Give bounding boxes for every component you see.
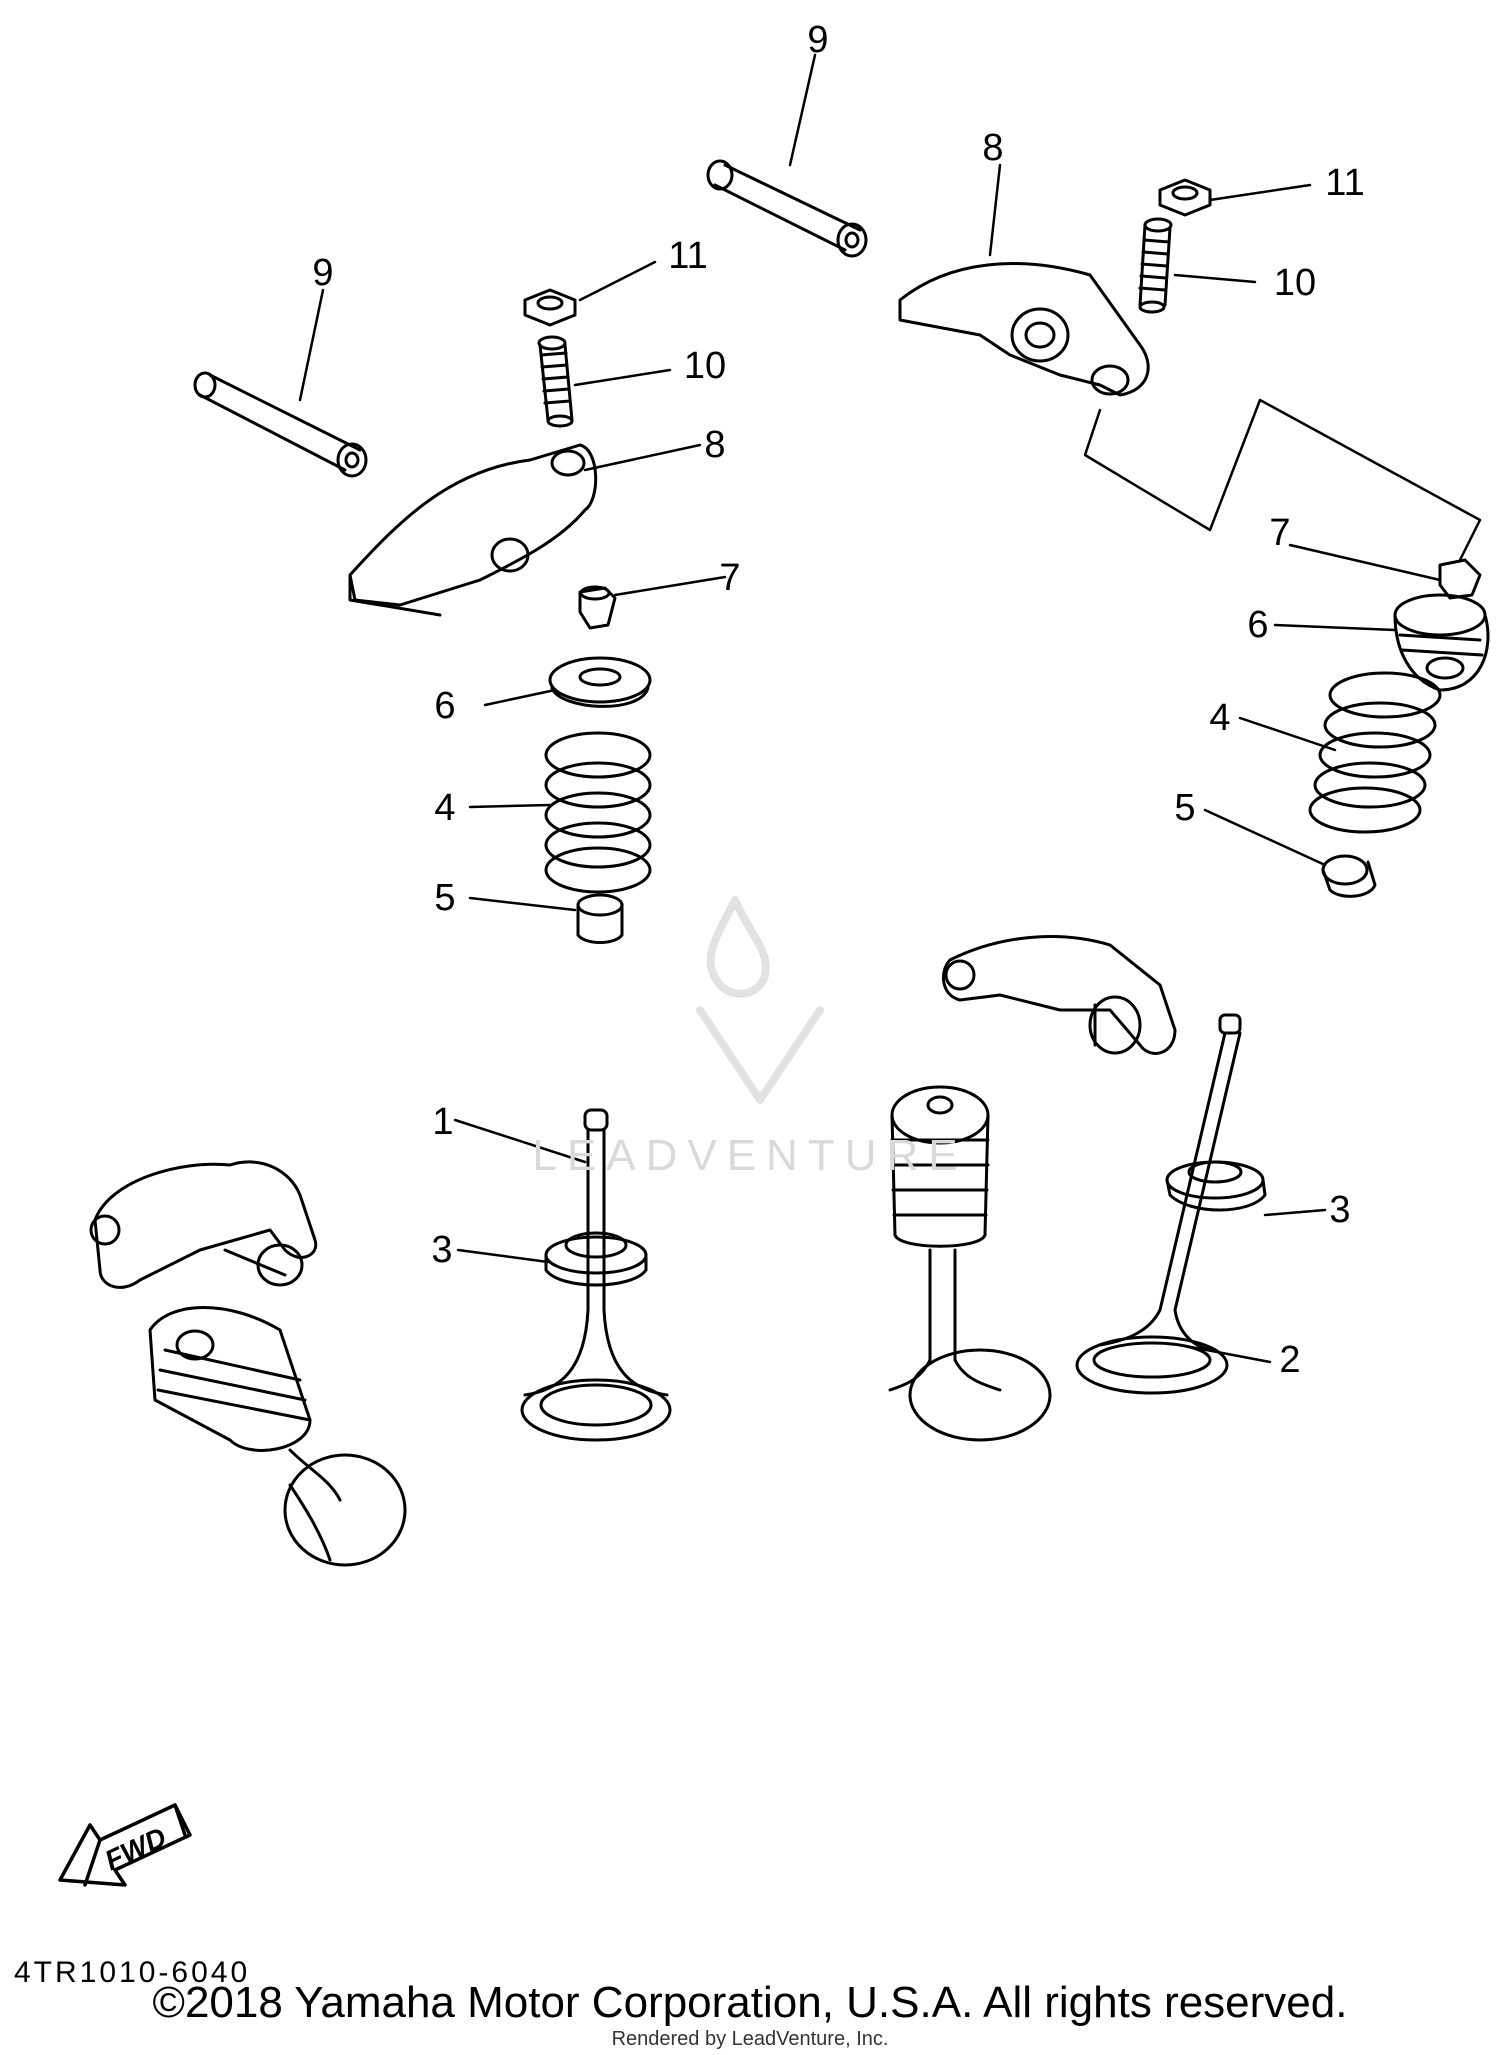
stem-seal-right-part (1321, 854, 1377, 898)
reference-line (1083, 398, 1482, 562)
locknut-right-part (1158, 178, 1212, 217)
rocker-arm-left-part (348, 443, 598, 617)
part-code: 4TR1010-6040 (14, 1956, 251, 1989)
callout-right-11: 11 (1325, 162, 1364, 204)
callout-left-6: 6 (434, 685, 455, 727)
valve-guide-right-part (1165, 1160, 1267, 1212)
callout-right-7: 7 (1269, 512, 1290, 554)
callout-left-3: 3 (431, 1229, 452, 1271)
callout-left-9: 9 (312, 252, 333, 294)
adjuster-screw-right-part (1138, 217, 1173, 314)
leader-lines (298, 53, 1442, 1364)
assembled-view-right-part (888, 1085, 1052, 1442)
callout-right-8: 8 (982, 127, 1003, 169)
rocker-arm-right-part (898, 262, 1150, 397)
valve-cotter-right-part (1438, 558, 1482, 600)
forward-arrow-icon (58, 1803, 192, 1887)
assembled-view-left-part (89, 1160, 407, 1567)
valve-cotter-left-part (578, 585, 617, 630)
callout-left-10: 10 (684, 345, 726, 387)
callout-right-5: 5 (1174, 787, 1195, 829)
watermark-text: LEADVENTURE (532, 1131, 967, 1180)
pin-right-part (706, 159, 868, 258)
callout-right-10: 10 (1274, 262, 1316, 304)
callout-left-11: 11 (668, 235, 707, 277)
copyright-notice: ©2018 Yamaha Motor Corporation, U.S.A. A… (152, 1978, 1348, 2027)
callout-left-1: 1 (432, 1101, 453, 1143)
callout-right-3: 3 (1329, 1189, 1350, 1231)
callout-left-4: 4 (434, 787, 455, 829)
spring-retainer-left-part (548, 656, 652, 708)
locknut-left-part (523, 288, 577, 327)
callout-right-2: 2 (1279, 1339, 1300, 1381)
stem-seal-left-part (576, 893, 624, 944)
fwd-label: FWD (100, 1821, 171, 1876)
watermark-logo (696, 896, 824, 1104)
valve-spring-right-part (1308, 671, 1442, 834)
valve-exhaust-part (1075, 1013, 1242, 1395)
assembled-rocker-right-part (941, 935, 1177, 1055)
rendered-by-notice: Rendered by LeadVenture, Inc. (611, 2028, 889, 2050)
callout-right-9: 9 (807, 19, 828, 61)
adjuster-screw-left-part (537, 335, 574, 428)
callout-left-8: 8 (704, 424, 725, 466)
valve-guide-left-part (544, 1231, 648, 1287)
callout-left-7: 7 (719, 557, 740, 599)
callout-right-6: 6 (1247, 604, 1268, 646)
valve-spring-left-part (544, 731, 652, 894)
pin-left-part (193, 371, 368, 478)
callout-left-5: 5 (434, 877, 455, 919)
valve-intake-part (520, 1108, 672, 1442)
callout-right-4: 4 (1209, 697, 1230, 739)
